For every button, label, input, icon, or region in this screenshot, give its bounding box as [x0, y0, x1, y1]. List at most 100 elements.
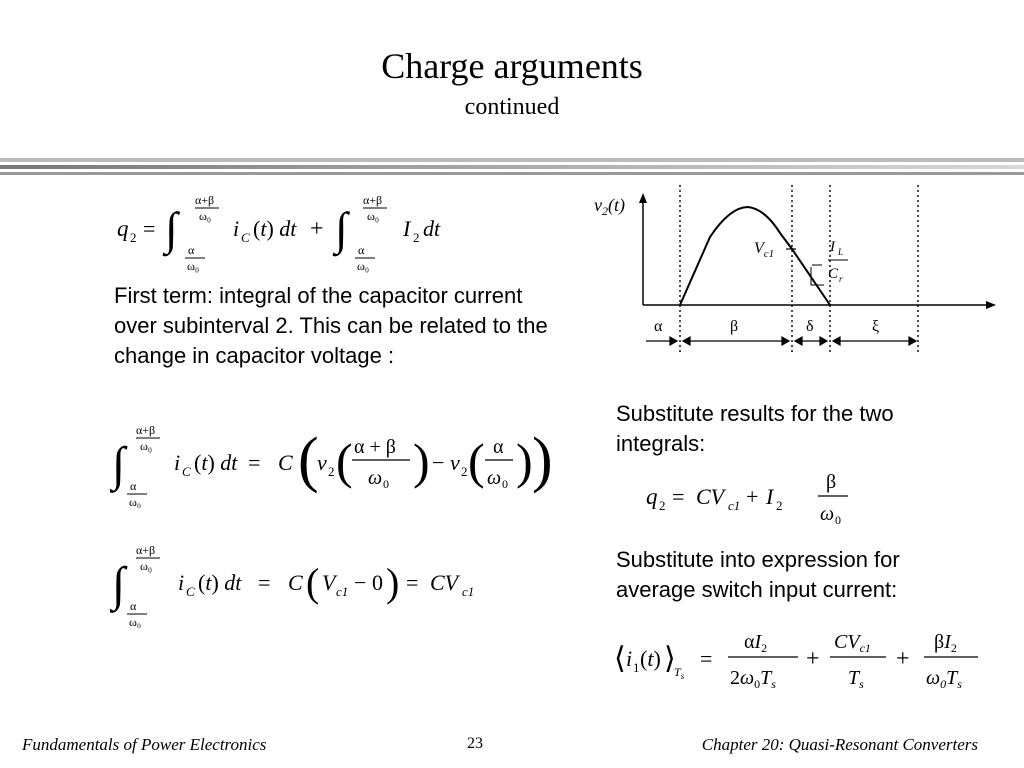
- svg-text:ω₀: ω₀: [199, 209, 211, 223]
- svg-text:): ): [413, 433, 430, 489]
- svg-text:2: 2: [659, 498, 666, 513]
- svg-text:(t) dt: (t) dt: [194, 450, 238, 475]
- svg-text:q: q: [646, 484, 658, 509]
- slide-subtitle: continued: [464, 94, 560, 120]
- svg-text:): ): [386, 560, 399, 605]
- svg-text:αI2: αI2: [744, 631, 767, 655]
- svg-text:ω: ω: [487, 467, 501, 489]
- svg-text:α+β: α+β: [136, 423, 155, 437]
- svg-text:(t): (t): [640, 646, 661, 671]
- svg-text:0: 0: [383, 477, 389, 491]
- interval-beta: β: [730, 318, 738, 335]
- svg-text:α + β: α + β: [354, 436, 396, 458]
- svg-text:⟩: ⟩: [664, 642, 676, 675]
- svg-text:C: C: [241, 230, 250, 245]
- v2-waveform-diagram: v2(t) Vc1 I L C r α β δ ξ: [594, 185, 996, 353]
- slide-title: Charge arguments: [381, 46, 643, 86]
- svg-text:α: α: [358, 243, 365, 257]
- waveform-y-label: v2(t): [594, 195, 625, 218]
- svg-text:(: (: [336, 433, 353, 489]
- svg-text:−: −: [432, 450, 444, 475]
- svg-text:Ts: Ts: [674, 665, 685, 681]
- svg-text:I: I: [829, 239, 836, 255]
- svg-text:C: C: [288, 570, 303, 595]
- svg-text:CVc1: CVc1: [834, 631, 871, 655]
- svg-text:=: =: [406, 570, 418, 595]
- svg-text:L: L: [837, 247, 843, 257]
- svg-text:C: C: [186, 584, 195, 599]
- svg-text:C: C: [278, 450, 293, 475]
- interval-alpha: α: [654, 318, 663, 335]
- svg-text:∫: ∫: [332, 203, 350, 257]
- svg-text:∫: ∫: [110, 558, 128, 613]
- svg-text:(: (: [298, 426, 319, 494]
- svg-text:): ): [532, 426, 553, 494]
- svg-text:−: −: [354, 570, 366, 595]
- vc1-label: Vc1: [754, 240, 774, 260]
- footer-chapter-title: Chapter 20: Quasi-Resonant Converters: [701, 735, 978, 754]
- svg-text:2ω0Ts: 2ω0Ts: [730, 667, 776, 691]
- svg-text:ω₀: ω₀: [140, 559, 152, 573]
- svg-text:ω₀: ω₀: [357, 259, 369, 273]
- header-divider: [0, 158, 1024, 175]
- svg-text:ω0Ts: ω0Ts: [926, 667, 962, 691]
- svg-text:r: r: [839, 274, 843, 284]
- svg-text:(t) dt: (t) dt: [253, 216, 297, 241]
- svg-text:ω₀: ω₀: [187, 259, 199, 273]
- interval-xi: ξ: [872, 318, 879, 335]
- svg-text:c1: c1: [462, 584, 474, 599]
- svg-text:ω₀: ω₀: [367, 209, 379, 223]
- substitute-results-text: Substitute results for the two integrals…: [616, 401, 894, 456]
- substitute-expression-text: Substitute into expression for average s…: [616, 547, 900, 602]
- svg-text:Ts: Ts: [848, 667, 864, 691]
- svg-text:i: i: [233, 216, 239, 241]
- svg-text:dt: dt: [423, 216, 441, 241]
- svg-text:2: 2: [461, 464, 468, 479]
- svg-text:+: +: [746, 484, 758, 509]
- svg-text:i: i: [174, 450, 180, 475]
- svg-text:=: =: [143, 216, 155, 241]
- svg-text:∫: ∫: [162, 203, 180, 257]
- svg-text:+: +: [896, 646, 910, 672]
- svg-text:ω₀: ω₀: [129, 615, 141, 628]
- svg-text:c1: c1: [728, 498, 740, 513]
- svg-text:α+β: α+β: [195, 193, 214, 207]
- svg-text:i: i: [626, 646, 632, 671]
- svg-text:+: +: [806, 646, 820, 672]
- svg-text:=: =: [248, 450, 260, 475]
- svg-text:+: +: [310, 216, 324, 242]
- svg-text:2: 2: [413, 230, 420, 245]
- svg-text:v: v: [317, 450, 327, 475]
- svg-text:=: =: [258, 570, 270, 595]
- svg-text:CV: CV: [696, 484, 727, 509]
- svg-text:1: 1: [633, 660, 640, 675]
- equation-q2-result: q 2 = CV c1 + I 2 β ω 0: [646, 471, 848, 527]
- footer-book-title: Fundamentals of Power Electronics: [22, 735, 267, 754]
- svg-text:α: α: [130, 479, 137, 493]
- equation-average-switch-current: ⟨ i 1 (t) ⟩ Ts = αI2 2ω0Ts + CVc1 Ts + β…: [614, 631, 978, 691]
- svg-text:∫: ∫: [110, 438, 128, 493]
- page-number: 23: [467, 735, 483, 752]
- svg-text:2: 2: [130, 230, 137, 245]
- svg-text:ω: ω: [368, 467, 382, 489]
- svg-text:v: v: [450, 450, 460, 475]
- svg-text:(: (: [468, 433, 485, 489]
- svg-text:0: 0: [835, 513, 841, 527]
- svg-text:q: q: [117, 216, 129, 241]
- svg-text:c1: c1: [336, 584, 348, 599]
- svg-text:α: α: [493, 436, 504, 458]
- svg-text:I: I: [402, 216, 412, 241]
- svg-text:0: 0: [372, 570, 383, 595]
- interval-delta: δ: [806, 318, 814, 335]
- svg-text:2: 2: [776, 498, 783, 513]
- svg-text:2: 2: [328, 464, 335, 479]
- svg-text:α: α: [188, 243, 195, 257]
- svg-text:⟨: ⟨: [614, 642, 626, 675]
- equation-integral-voltage-change: ∫ α+β ω₀ α ω₀ i C (t) dt = C ( v 2 ( α +…: [110, 423, 553, 508]
- svg-text:I: I: [765, 484, 775, 509]
- svg-text:ω₀: ω₀: [129, 495, 141, 508]
- svg-text:α+β: α+β: [136, 543, 155, 557]
- svg-text:0: 0: [502, 477, 508, 491]
- svg-text:=: =: [672, 484, 684, 509]
- svg-text:C: C: [182, 464, 191, 479]
